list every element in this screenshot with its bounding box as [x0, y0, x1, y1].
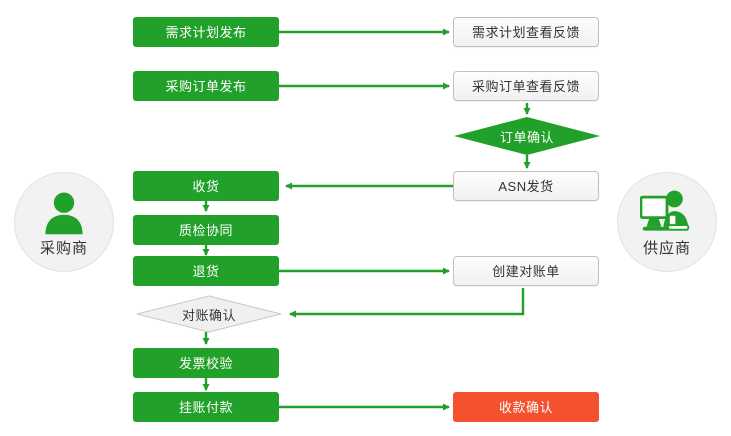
node-payment-on-account[interactable]: 挂账付款: [133, 392, 279, 422]
node-label: 挂账付款: [178, 399, 233, 415]
node-label: 质检协同: [178, 222, 233, 238]
actor-supplier[interactable]: 供应商: [617, 172, 717, 272]
node-receipt-confirm[interactable]: 收款确认: [453, 392, 599, 422]
diamond-shape: [136, 295, 282, 333]
node-label: 订单确认: [499, 129, 554, 145]
node-label: 需求计划查看反馈: [471, 24, 580, 40]
node-reconciliation-confirm[interactable]: 对账确认: [136, 295, 282, 333]
node-purchase-order-feedback[interactable]: 采购订单查看反馈: [453, 71, 599, 101]
actor-label: 采购商: [39, 239, 88, 257]
node-label: 收款确认: [498, 399, 553, 415]
node-return-goods[interactable]: 退货: [133, 256, 279, 286]
node-order-confirm[interactable]: 订单确认: [454, 117, 600, 155]
node-demand-plan-publish[interactable]: 需求计划发布: [133, 17, 279, 47]
actor-label: 供应商: [642, 239, 691, 257]
node-label: 发票校验: [178, 355, 233, 371]
node-label: ASN发货: [498, 178, 554, 194]
node-label: 对账确认: [181, 307, 236, 323]
node-label: 创建对账单: [492, 263, 560, 279]
node-demand-plan-feedback[interactable]: 需求计划查看反馈: [453, 17, 599, 47]
node-purchase-order-publish[interactable]: 采购订单发布: [133, 71, 279, 101]
node-goods-receipt[interactable]: 收货: [133, 171, 279, 201]
link-create-reconciliation-statement-to-reconciliation-confirm: [289, 288, 525, 318]
node-asn-shipment[interactable]: ASN发货: [453, 171, 599, 201]
user-icon: [36, 187, 92, 235]
node-quality-collaboration[interactable]: 质检协同: [133, 215, 279, 245]
node-create-reconciliation-statement[interactable]: 创建对账单: [453, 256, 599, 286]
node-invoice-verification[interactable]: 发票校验: [133, 348, 279, 378]
node-label: 退货: [192, 263, 220, 279]
node-label: 需求计划发布: [165, 24, 247, 40]
actor-buyer[interactable]: 采购商: [14, 172, 114, 272]
node-label: 采购订单查看反馈: [471, 78, 580, 94]
user-at-computer-icon: [639, 187, 695, 235]
node-label: 收货: [192, 178, 220, 194]
node-label: 采购订单发布: [165, 78, 247, 94]
diamond-shape: [454, 117, 600, 155]
